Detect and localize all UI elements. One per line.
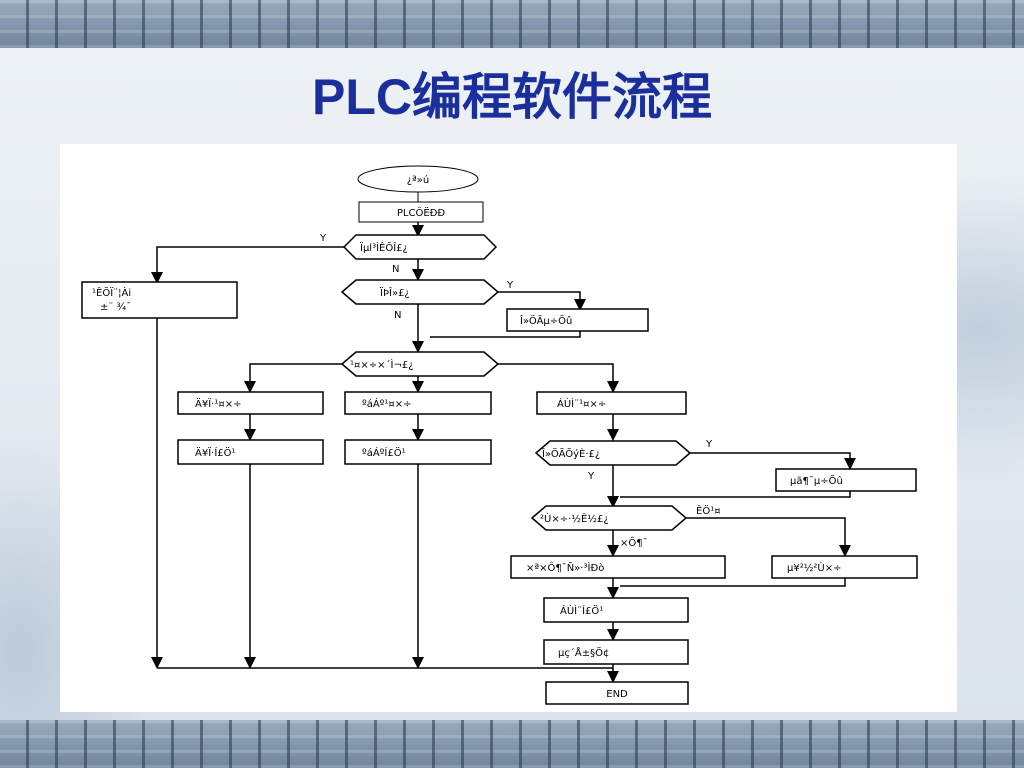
decision-1-label: Ïµl³ÌÊÕÎ£¿	[360, 241, 408, 254]
col3-stop-label: ÁÙÌ¨Í£Ö¹	[560, 604, 603, 617]
edge-right1-merge	[430, 331, 581, 338]
decision-2	[340, 279, 500, 305]
edge-right2-merge	[620, 491, 851, 498]
brake-box	[543, 639, 689, 665]
fault-alarm-line1: ¹ÊÕÏ¨¦Ài	[92, 286, 131, 299]
col2-stop-box	[344, 439, 492, 465]
col2-stop-label: ºáÁºÍ£Ö¹	[362, 446, 406, 459]
manual-step-label: µ¥²½²Ù×÷	[787, 561, 842, 574]
edge-manual-merge	[620, 578, 846, 587]
decision-1	[342, 234, 498, 260]
fault-alarm-label: ¹ÊÕÏ¨¦Ài ±¨ ¾¯	[92, 286, 134, 313]
flowchart-diagram: ¿ª»ú PLCÔËÐÐ Ïµl³ÌÊÕÎ£¿ Y ¹ÊÕÏ¨¦Ài ±¨ ¾¯…	[81, 165, 918, 705]
jog-adjust-label: µã¶¯µ÷Õû	[790, 474, 843, 487]
label-n2: N	[394, 310, 401, 321]
position-adjust-label: Î»ÖÃµ÷Õû	[519, 314, 572, 327]
position-adjust-box	[506, 308, 649, 332]
top-decorative-band	[0, 0, 1024, 48]
fault-alarm-line2: ±¨ ¾¯	[100, 302, 131, 313]
col3-work-box	[536, 391, 687, 415]
col1-work-label: Ä¥Ï·¹¤×÷	[195, 397, 241, 410]
edge-d1-left	[151, 246, 344, 284]
col2-work-label: ºáÁº¹¤×÷	[362, 397, 412, 410]
label-y4: Y	[587, 471, 595, 482]
decision-5-label: ²Ù×÷·½Ê½£¿	[540, 512, 609, 525]
end-label: END	[606, 689, 628, 700]
edge-d3-right	[498, 363, 619, 393]
auto-cycle-box	[510, 555, 726, 579]
edge-d3-left	[244, 363, 342, 393]
decision-4-label: Î»ÖÃÕýÈ·£¿	[541, 447, 600, 460]
decision-3-label: ¹¤×÷×´Ì¬£¿	[350, 358, 414, 371]
edge-d2-right	[498, 291, 586, 311]
fault-alarm-box	[81, 281, 238, 319]
edge-d5-manual	[686, 517, 851, 557]
label-y1: Y	[319, 233, 327, 244]
label-manual: ÊÖ¹¤	[696, 504, 721, 517]
end-box	[545, 681, 689, 705]
label-n1: N	[392, 264, 399, 275]
flowchart-canvas: ¿ª»ú PLCÔËÐÐ Ïµl³ÌÊÕÎ£¿ Y ¹ÊÕÏ¨¦Ài ±¨ ¾¯…	[60, 144, 957, 712]
col3-work-label: ÁÙÌ¨¹¤×÷	[557, 397, 606, 410]
edge-d4-right	[690, 452, 856, 470]
jog-adjust-box	[775, 468, 917, 492]
bottom-decorative-band	[0, 720, 1024, 768]
label-auto: ×Ô¶¯	[620, 536, 648, 549]
plc-run-box	[358, 201, 484, 223]
brake-label: µç´Å±§Õ¢	[558, 646, 609, 659]
plc-run-label: PLCÔËÐÐ	[397, 206, 446, 219]
label-y3: Y	[705, 439, 713, 450]
slide-title: PLC编程软件流程	[312, 69, 712, 125]
col3-stop-box	[543, 597, 689, 623]
start-label: ¿ª»ú	[407, 174, 429, 186]
col1-stop-label: Ä¥Ï·Í£Ö¹	[195, 446, 236, 459]
decision-2-label: ÏÞÎ»£¿	[380, 286, 410, 299]
label-y2: Y	[506, 280, 514, 291]
auto-cycle-label: ×ª×Ô¶¯Ñ­»·³ÌÐò	[526, 561, 604, 574]
